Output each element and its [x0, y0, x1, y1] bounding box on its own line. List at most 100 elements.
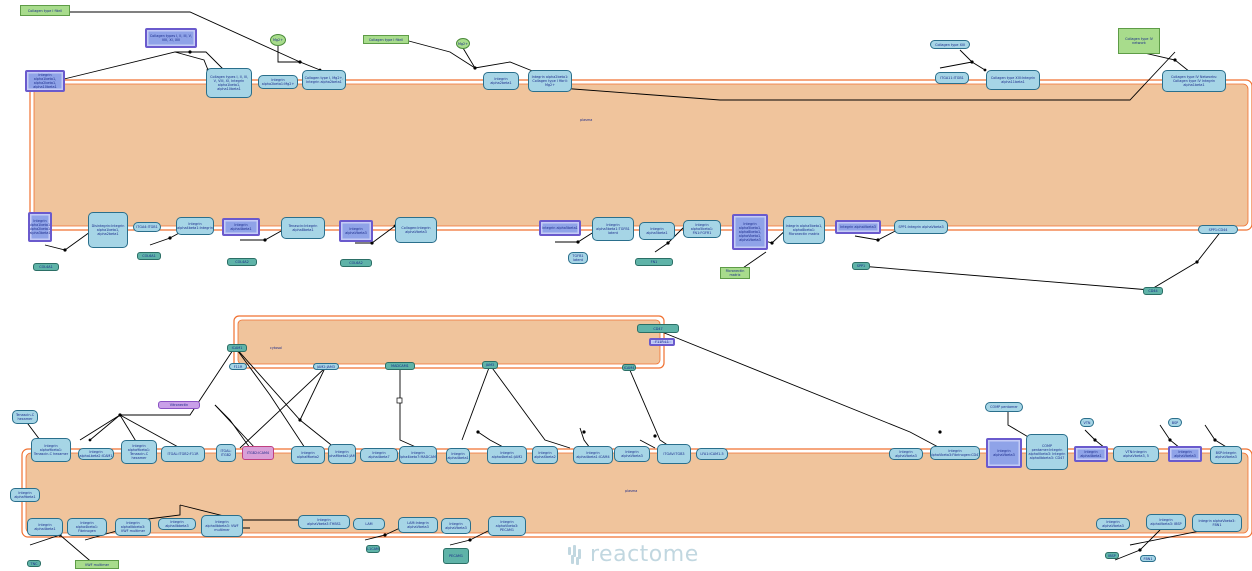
col4a1-entity[interactable]: COL4A1 — [33, 263, 59, 271]
integrin-ibsp-complex[interactable]: Integrin alphaVbeta3: IBSP — [1146, 514, 1186, 530]
integrin-tenascin-complex[interactable]: Integrin alpha9beta1: Tenascin-C hexamer — [31, 438, 71, 462]
tgfb1-latent-node[interactable]: TGFB1 latent — [568, 252, 588, 264]
integrin-fbn1-complex[interactable]: Integrin alphaVbeta3: FBN1 — [1192, 514, 1242, 532]
itgal-itgb2-node[interactable]: ITGAL: ITGB2 — [216, 444, 236, 462]
integrin-alphamb2-node[interactable]: Integrin alphaMbeta2 — [291, 446, 325, 464]
lam-integrin-complex[interactable]: LAM:Integrin alphaVbeta3 — [398, 517, 438, 533]
integrin-a2b1-mg-complex[interactable]: Integrin alpha2beta1:Mg2+ — [258, 75, 298, 89]
fbn1-node[interactable]: FBN1 — [1140, 555, 1156, 562]
integrin-a5b1-set[interactable]: Integrin alpha5beta1 — [539, 220, 581, 236]
integrin-fibrinogen-node[interactable]: Integrin alpha4beta1: Fibrinogen — [67, 518, 107, 536]
vwf-multimer-node[interactable]: VWF multimer — [75, 560, 119, 569]
collagen-fibril-node-2[interactable]: Collagen type I fibril — [363, 35, 409, 44]
l1cam-entity[interactable]: L1CAM — [366, 545, 380, 553]
collagen-xiii-integrin-complex[interactable]: Collagen type XIII:Integrin alpha11beta1 — [986, 70, 1040, 90]
itgal-itgb2-f11r-complex[interactable]: ITGAL:ITGB2:F11R — [161, 446, 205, 462]
icam4-entity[interactable]: ICAM4 — [622, 364, 636, 371]
integrin-icam4-complex[interactable]: Integrin alpha4beta1:ICAM4 — [573, 446, 613, 464]
integrin-pecam-node[interactable]: Integrin alphaVbeta3 — [441, 518, 471, 534]
integrin-a4b1-set[interactable]: Integrin alpha4beta1 — [222, 218, 260, 236]
col6a2-entity[interactable]: COL6A2 — [340, 259, 372, 267]
vtn-node[interactable]: VTN — [1080, 418, 1094, 427]
integrin-alpha9-node[interactable]: Integrin alpha9beta1 — [10, 488, 40, 502]
fn1-matrix-complex[interactable]: Integrin alpha5beta1: FN1:FGFR1 — [683, 220, 721, 238]
integrin-a2b1-complex[interactable]: Integrin alpha2beta1 — [483, 72, 519, 90]
madcam1-entity[interactable]: MADCAM1 — [385, 362, 415, 370]
f11r-node[interactable]: F11R — [229, 363, 247, 370]
integrin-alpha5beta1-fn-node[interactable]: Integrin alpha5beta1 — [639, 222, 675, 240]
integrin-fibronectin-matrix-complex[interactable]: Integrin alpha5beta1, alpha8beta1: Fibro… — [783, 216, 825, 244]
vtn-integrin-complex[interactable]: VTN:Integrin alphaVbeta3, 5 — [1113, 446, 1159, 462]
mg2-ion-a[interactable]: Mg2+ — [270, 34, 286, 46]
integrin-vwf-node[interactable]: Integrin alphaIIbbeta3 — [158, 518, 196, 530]
integrin-fbn-node[interactable]: Integrin alphaVbeta3 — [1096, 518, 1130, 530]
col6a1-entity[interactable]: COL6A1 — [137, 252, 161, 260]
collagen-integrin-v-complex[interactable]: Collagen:Integrin alphaVbeta3 — [395, 217, 437, 243]
ibsp-entity[interactable]: IBSP — [1105, 552, 1119, 559]
itga4-itgb1-node[interactable]: ITGA4:ITGB1 — [133, 222, 161, 232]
integrin-bsp-set[interactable]: Integrin alphaVbeta3 — [1168, 446, 1202, 462]
integrin-a4b1-node[interactable]: Integrin alpha4beta1 — [446, 448, 470, 464]
integrin-collagen-fibril-complex[interactable]: Integrin alpha2beta1: Collagen type I fi… — [528, 70, 572, 92]
integrin-alphaxb2-node[interactable]: Integrin alphaVbeta3 — [614, 446, 650, 462]
comp-integrin-complex[interactable]: COMP pentamer:Integrin alphaVbeta3: Inte… — [1026, 434, 1068, 470]
collagen-chains-set[interactable]: Collagen types I, II, III, V, VIII, XI, … — [145, 28, 197, 48]
integrin-alphavb3-set[interactable]: Integrin alphaVbeta3 — [339, 220, 373, 242]
collagen-xiii-node[interactable]: Collagen type XIII — [930, 40, 970, 49]
col4a2-entity[interactable]: COL4A2 — [227, 258, 257, 266]
integrin-thbs1-complex[interactable]: Integrin alphaVbeta3:THBS1 — [298, 515, 350, 529]
integrin-alphavb3-set-2[interactable]: Integrin alphaVbeta3 — [835, 220, 881, 234]
integrin-vwf-complex[interactable]: Integrin alphaIIbbeta3: VWF multimer — [201, 515, 243, 537]
integrin-a4b1-node-2[interactable]: Integrin alphaXbeta2 — [532, 446, 558, 464]
integrin-cd47-set[interactable]: Integrin alphaVbeta3 — [986, 438, 1022, 468]
collagen-iv-integrin-complex[interactable]: Collagen type IV Networks: Collagen type… — [1162, 70, 1226, 92]
f11r-l1-set[interactable]: F11R:L1 — [649, 338, 675, 346]
comp-pentamer-node[interactable]: COMP pentamer — [985, 402, 1023, 412]
collagen-i-mg-complex[interactable]: Collagen type I, Mg2+, Integrin alpha2be… — [302, 70, 346, 90]
integrin-alpha4beta1-complex[interactable]: Integrin alpha4beta1:Integrin — [176, 217, 214, 235]
integrin-cd47-complex[interactable]: Integrin alphaVbeta3:Fibrinogen:CD47 — [930, 446, 980, 460]
integrin-a4b1-vcam-node[interactable]: Integrin alpha4beta1 — [27, 518, 63, 536]
integrin-set-a1b1[interactable]: Integrin alpha1beta1, alpha2beta1, alpha… — [25, 70, 65, 92]
icam1-entity[interactable]: ICAM1 — [227, 344, 247, 352]
integrin-icam-complex[interactable]: ITGAV:ITGB3 — [657, 444, 691, 464]
integrin-vtn-set[interactable]: Integrin alpha4beta1 — [1074, 446, 1108, 462]
integrin-complex-set[interactable]: Integrin alpha5beta1, alpha8beta1, alpha… — [732, 214, 768, 250]
cd44-entity[interactable]: CD44 — [1143, 287, 1163, 295]
pecam-integrin-complex[interactable]: Integrin alphaVbeta3: PECAM1 — [488, 516, 526, 536]
spp1-integrin-complex[interactable]: SPP1:Integrin alphaVbeta3 — [894, 220, 948, 234]
pecam1-entity[interactable]: PECAM1 — [443, 548, 469, 564]
bsp-integrin-complex[interactable]: BSP:Integrin alphaVbeta3 — [1210, 446, 1242, 464]
tenascin-integrin-complex[interactable]: Tenascin:Integrin alpha8beta1 — [281, 217, 325, 239]
spp1-cd44-complex[interactable]: SPP1:CD44 — [1198, 225, 1238, 234]
disintegrin-integrin-complex[interactable]: Disintegrin:Integrin alpha1beta1, alpha2… — [88, 212, 128, 248]
integrin-tenascin-complex-2[interactable]: Integrin alpha9beta1: Tenascin-C hexamer — [121, 440, 157, 464]
mg2-ion-b[interactable]: Mg2+ — [456, 38, 470, 49]
integrin-madcam1-complex[interactable]: Integrin alpha4beta7:MADCAM1 — [399, 446, 437, 464]
vitronectin-chem[interactable]: Vitronectin — [158, 401, 200, 409]
vwf-integrin-complex[interactable]: Integrin alphaIIbbeta3: VWF multimer — [115, 518, 151, 536]
integrin-jam3-complex[interactable]: Integrin alphaMbeta2:JAM3 — [328, 444, 356, 464]
integrin-tgfb1-complex[interactable]: Integrin alpha5beta1:TGFB1 latent — [592, 217, 634, 241]
integrin-set-a1-a3[interactable]: Integrin alpha1beta1, alpha2beta1, alpha… — [28, 212, 52, 242]
fn1-entity[interactable]: FN1 — [635, 258, 673, 266]
collagen-fibril-node[interactable]: Collagen type I fibril — [20, 5, 70, 16]
bsp-node[interactable]: BSP — [1168, 418, 1182, 427]
lfa1-icam-complex[interactable]: LFA1:ICAM1-5 — [696, 448, 728, 460]
itgb2-icam4-highlight[interactable]: ITGB2:ICAM4 — [242, 446, 274, 460]
integrin-a4b7-node[interactable]: Integrin alpha4beta7 — [360, 448, 398, 462]
fibronectin-matrix-node[interactable]: Fibronectin matrix — [720, 267, 750, 279]
itga11-itgb1-node[interactable]: ITGA11:ITGB1 — [935, 72, 969, 84]
jam2-jam3-node[interactable]: JAM2:JAM3 — [313, 363, 339, 370]
integrin-alphalb2-icam1[interactable]: Integrin alphaLbeta2:ICAM1 — [78, 448, 114, 460]
collagen-integrin-complex[interactable]: Collagen types I, II, III, V, VIII, XI, … — [206, 68, 252, 98]
integrin-jam2-complex[interactable]: Integrin alpha4beta1:JAM2 — [487, 446, 527, 464]
tenascin-hexamer-node[interactable]: Tenascin-C hexamer — [12, 410, 38, 424]
jam3-entity[interactable]: JAM3 — [482, 361, 498, 369]
integrin-alphavb3-cd47-node[interactable]: Integrin alphaVbeta3 — [889, 448, 923, 460]
collagen-iv-network[interactable]: Collagen type IV network — [1118, 28, 1160, 54]
itgav-itgb3-node[interactable]: LAM — [353, 518, 385, 530]
spp1-entity[interactable]: SPP1 — [852, 262, 870, 270]
tnc-entity[interactable]: TNC — [27, 560, 41, 567]
cd47-entity[interactable]: CD47 — [637, 324, 679, 333]
